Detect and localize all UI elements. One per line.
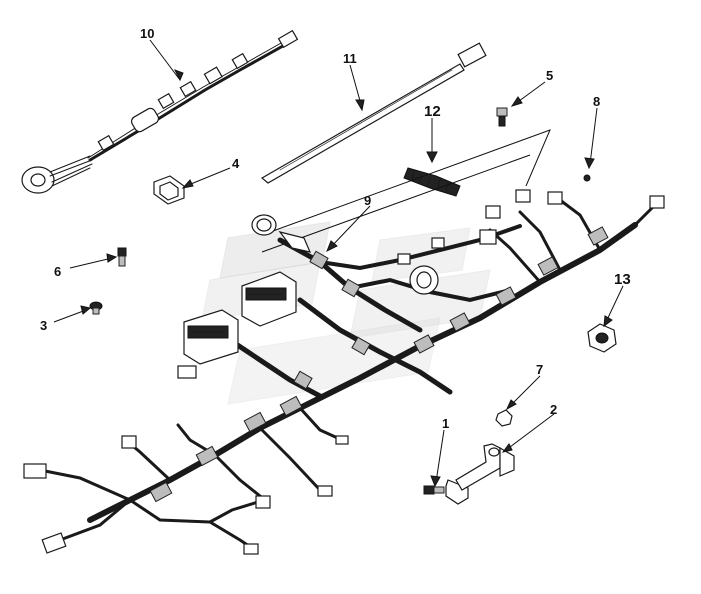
callout-7: 7 (536, 362, 543, 377)
part-9-main-harness (23, 129, 665, 555)
callout-10: 10 (140, 26, 154, 41)
part-2-bracket (445, 443, 515, 505)
callout-6: 6 (54, 264, 61, 279)
callout-12: 12 (424, 103, 441, 120)
part-10-harness-grommet (21, 29, 299, 194)
control-module-lower (183, 309, 239, 365)
part-1-bolt (423, 485, 445, 495)
part-6-bolt (117, 247, 127, 267)
part-5-fitting (496, 107, 508, 127)
part-11-cable-tie (260, 42, 487, 184)
connector-a (23, 463, 47, 479)
callout-4: 4 (232, 156, 240, 171)
callout-3: 3 (40, 318, 47, 333)
control-module-upper (241, 271, 297, 327)
callout-8: 8 (593, 94, 600, 109)
part-3-screw (89, 301, 103, 315)
callout-11: 11 (343, 51, 357, 66)
part-13-nut (587, 323, 617, 353)
callout-9: 9 (364, 193, 371, 208)
part-8-ball (583, 174, 591, 182)
part-12-threaded-fitting (403, 167, 461, 197)
callout-leaders (53, 39, 624, 488)
callout-5: 5 (546, 68, 553, 83)
callout-2: 2 (550, 402, 557, 417)
callout-1: 1 (442, 416, 449, 431)
callout-13: 13 (614, 271, 631, 288)
part-7-nut (495, 409, 513, 427)
part-4-nut (153, 175, 185, 205)
